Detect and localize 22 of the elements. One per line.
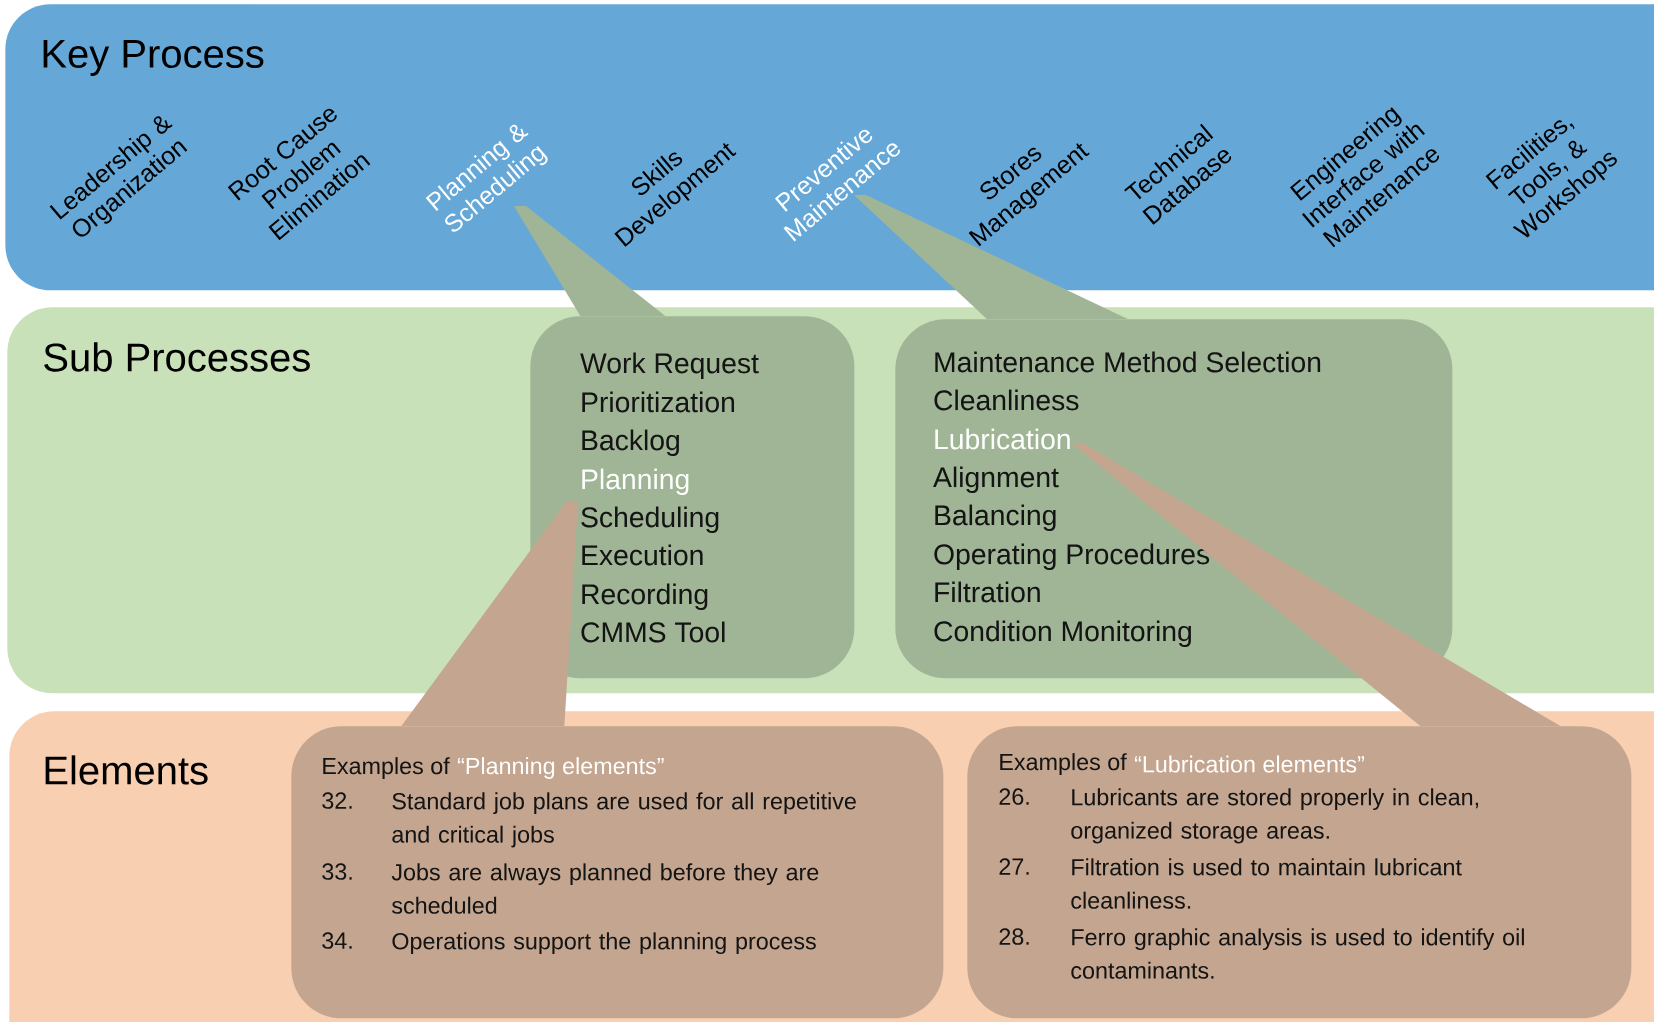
- list-item: Recording: [582, 583, 708, 610]
- list-item: Lubrication: [935, 428, 1070, 450]
- list-item: Planning: [582, 468, 689, 495]
- callout-wedge: [1072, 444, 1561, 726]
- list-item: Operating Procedures: [934, 543, 1210, 570]
- callout-wedge: [514, 206, 666, 316]
- rounded-box: Examples of “Lubrication elements” 26. Lubricants are stored properly in clean, organized storage areas. 27. Filtration is used to maintain lubricant cleanliness. 28. Ferro graphic analysis is used to identify oil contaminants.: [967, 726, 1632, 1019]
- list-item: Backlog: [582, 429, 679, 456]
- callout-wedge: [401, 501, 578, 726]
- list-item: Maintenance Method Selection: [935, 351, 1321, 373]
- rounded-box: [530, 316, 855, 679]
- list-item: Condition Monitoring: [934, 620, 1191, 647]
- list-item: Execution: [582, 544, 703, 566]
- list-item: CMMS Tool: [581, 621, 725, 643]
- list-item: Balancing: [935, 504, 1056, 531]
- list-item: Filtration: [935, 581, 1040, 603]
- list-item: Work Request: [580, 352, 759, 379]
- list-item: Alignment: [933, 466, 1059, 493]
- list-item: Cleanliness: [934, 389, 1079, 411]
- list-item: Prioritization: [582, 391, 734, 413]
- callout-wedge: [854, 195, 1128, 319]
- list-item: Scheduling: [581, 506, 719, 533]
